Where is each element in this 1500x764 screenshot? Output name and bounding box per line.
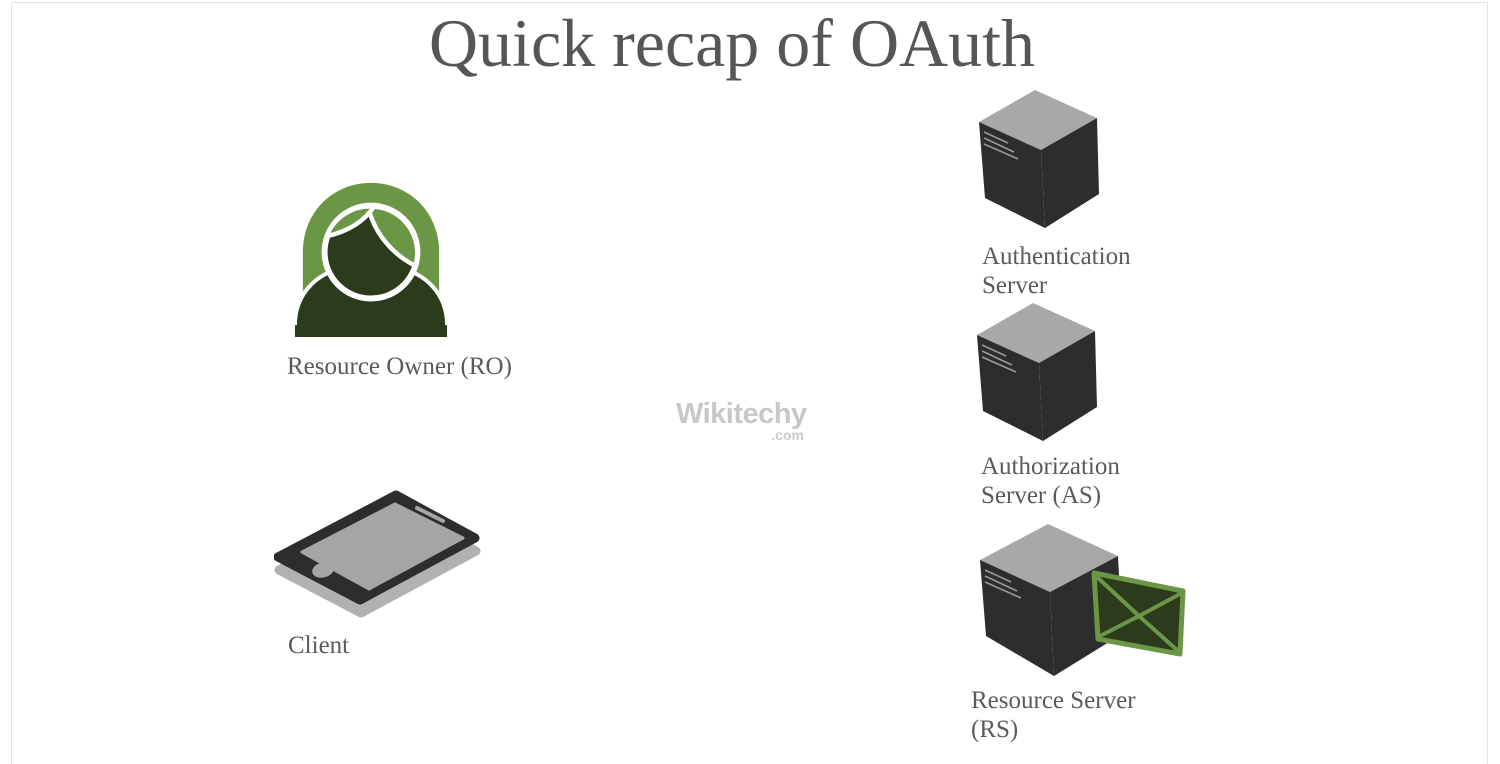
node-resource-server <box>976 518 1188 686</box>
server-icon <box>977 303 1097 441</box>
person-icon <box>292 182 450 337</box>
page-title: Quick recap of OAuth <box>428 5 1036 81</box>
label-resource-server: Resource Server (RS) <box>971 686 1136 744</box>
envelope-icon <box>1091 570 1186 657</box>
label-authorization-server: Authorization Server (AS) <box>981 452 1120 510</box>
watermark: Wikitechy .com <box>676 398 816 443</box>
label-authorization-server-line2: Server (AS) <box>981 482 1102 509</box>
label-client-text: Client <box>288 632 350 659</box>
label-client: Client <box>288 631 349 660</box>
server-vents <box>984 569 1022 599</box>
watermark-name: Wikitechy <box>676 398 807 430</box>
server-icon <box>979 90 1099 228</box>
label-authorization-server-line1: Authorization <box>981 453 1120 480</box>
watermark-domain: .com <box>771 427 804 443</box>
server-with-envelope-icon <box>980 524 1186 676</box>
label-resource-server-line2: (RS) <box>971 716 1019 743</box>
label-resource-server-line1: Resource Server <box>971 687 1136 714</box>
node-resource-owner <box>292 177 450 337</box>
server-vents <box>983 131 1019 160</box>
label-authentication-server-line1: Authentication <box>982 243 1131 270</box>
label-authentication-server: Authentication Server <box>982 242 1131 300</box>
node-authentication-server <box>975 86 1101 232</box>
label-resource-owner-text: Resource Owner (RO) <box>287 353 512 380</box>
node-client <box>274 489 486 625</box>
label-authentication-server-line2: Server <box>982 272 1048 299</box>
content-frame <box>11 2 1488 764</box>
label-resource-owner: Resource Owner (RO) <box>287 352 512 381</box>
node-authorization-server <box>973 299 1099 445</box>
tablet-icon <box>274 490 481 618</box>
server-vents <box>981 344 1017 373</box>
